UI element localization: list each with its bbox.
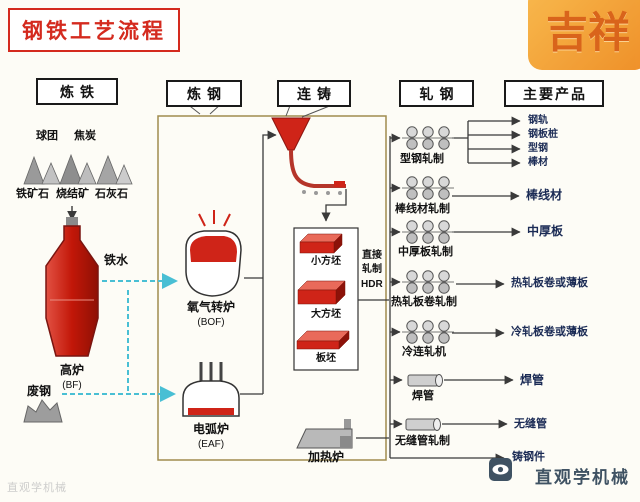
hot-strip-mill-icon (401, 270, 455, 294)
label-hot-strip-mill: 热轧板卷轧制 (391, 296, 457, 308)
product-bar-wire: 棒线材 (526, 188, 563, 202)
header-steelmaking: 炼钢 (166, 80, 242, 107)
footer-watermark: 直观学机械 (7, 482, 67, 494)
label-scrap-steel: 废钢 (27, 384, 52, 398)
brand-name: 直观学机械 (535, 468, 630, 487)
label-molten-iron: 铁水 (104, 253, 129, 267)
label-slab: 板坯 (316, 353, 336, 364)
casting-tundish-icon (271, 117, 346, 195)
label-direct-rolling-1: 直接 (362, 250, 382, 261)
header-main-products: 主要产品 (504, 80, 604, 107)
label-bar-wire-mill: 棒线材轧制 (395, 203, 450, 215)
decor-seal-text: 吉祥 (545, 10, 630, 57)
seamless-pipe-mill-icon (405, 418, 441, 431)
brand-eye-icon (489, 458, 512, 481)
label-seamless-pipe-mill: 无缝管轧制 (395, 435, 450, 447)
product-section-steel: 型钢 (528, 143, 548, 154)
label-eaf: 电弧炉 (192, 422, 229, 436)
eaf-furnace-icon (182, 362, 240, 417)
semi-products-box (293, 227, 359, 371)
label-blast-furnace: 高炉 (59, 363, 84, 377)
label-limestone: 石灰石 (95, 188, 128, 200)
product-bar: 棒材 (528, 157, 548, 168)
label-cold-tandem-mill: 冷连轧机 (402, 346, 446, 358)
label-welded-pipe-mill: 焊管 (412, 390, 434, 402)
label-plate-mill: 中厚板轧制 (398, 246, 453, 258)
label-sinter: 烧结矿 (56, 188, 89, 200)
bar-wire-mill-icon (401, 176, 455, 200)
label-iron-ore: 铁矿石 (16, 188, 49, 200)
label-bof: 氧气转炉 (186, 300, 235, 314)
label-reheating-furnace: 加热炉 (307, 450, 344, 464)
label-direct-rolling-2: 轧制 (362, 264, 382, 275)
label-eaf-abbr: (EAF) (197, 439, 225, 450)
label-billet: 小方坯 (311, 256, 341, 267)
plate-mill-icon (401, 220, 455, 244)
header-ironmaking-label: 炼铁 (60, 83, 100, 100)
bof-converter-icon (185, 210, 242, 297)
product-medium-plate: 中厚板 (527, 224, 564, 238)
header-rolling-label: 轧钢 (419, 85, 460, 102)
header-leader-lines (185, 102, 338, 118)
product-hot-rolled-coil: 热轧板卷或薄板 (511, 277, 588, 289)
label-direct-rolling-3: HDR (361, 279, 383, 290)
product-cold-rolled-coil: 冷轧板卷或薄板 (511, 326, 588, 338)
brand-logo: 直观学机械 (535, 463, 630, 488)
label-blast-furnace-abbr: (BF) (62, 380, 82, 391)
blast-furnace-icon (45, 217, 99, 357)
section-mill-icon (401, 126, 455, 150)
label-bloom: 大方坯 (311, 309, 341, 320)
label-pellet: 球团 (36, 130, 58, 142)
header-rolling: 轧钢 (399, 80, 474, 107)
page-title: 钢铁工艺流程 (8, 8, 180, 52)
product-rail: 钢轨 (528, 115, 548, 126)
decor-seal: 吉祥 (528, 0, 640, 70)
steelmaking-area-box (157, 115, 387, 461)
product-sheet-pile: 钢板桩 (528, 129, 558, 140)
header-ironmaking: 炼铁 (36, 78, 118, 105)
scrap-pile-icon (23, 399, 63, 423)
header-continuous-casting: 连铸 (277, 80, 351, 107)
cold-mill-icon (401, 320, 455, 344)
reheating-furnace-icon (296, 419, 353, 449)
header-casting-label: 连铸 (297, 85, 337, 102)
header-products-label: 主要产品 (523, 85, 587, 102)
label-coke: 焦炭 (74, 130, 96, 142)
header-steelmaking-label: 炼钢 (187, 85, 227, 102)
strand-to-billet-arrow (321, 189, 347, 222)
label-section-mill: 型钢轧制 (400, 153, 444, 165)
product-seamless-pipe: 无缝管 (514, 418, 547, 430)
label-bof-abbr: (BOF) (197, 317, 225, 328)
product-steel-casting: 铸钢件 (512, 451, 545, 463)
welded-pipe-mill-icon (407, 374, 443, 387)
process-flow-lines (240, 116, 521, 463)
raw-material-piles-icon (23, 153, 133, 185)
hot-metal-flow-lines (62, 273, 178, 402)
product-welded-pipe: 焊管 (520, 373, 545, 387)
